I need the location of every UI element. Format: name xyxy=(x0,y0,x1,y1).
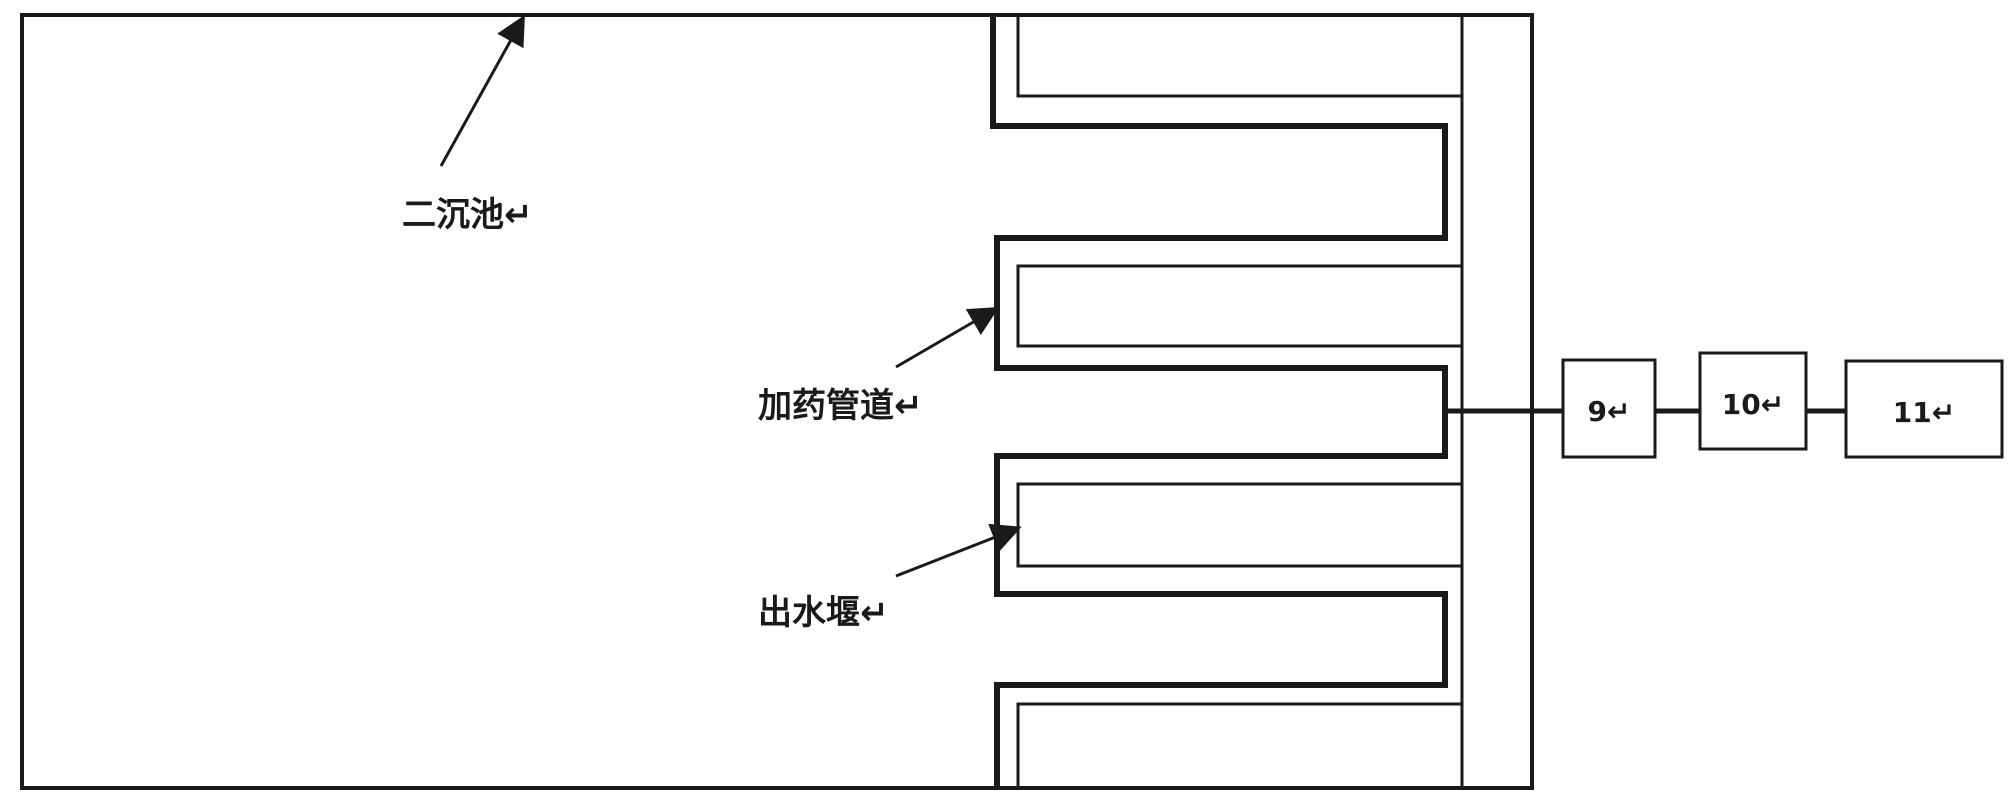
tank-pointer-arrow xyxy=(439,14,525,167)
outlet-weir-pointer-arrow xyxy=(895,523,1022,578)
outlet-weir-2 xyxy=(1016,264,1462,348)
dosing-pipe-pointer-arrow xyxy=(895,306,1000,369)
tank-label: 二沉池↵ xyxy=(402,195,533,235)
outlet-weir-4 xyxy=(1016,702,1462,790)
dosing-pipe-label: 加药管道↵ xyxy=(758,386,923,426)
process-box-9: 9↵ xyxy=(1561,358,1657,459)
process-box-11-label: 11↵ xyxy=(1893,396,1955,429)
outlet-weirs xyxy=(1016,15,1462,790)
process-box-9-label: 9↵ xyxy=(1588,395,1631,428)
process-box-11: 11↵ xyxy=(1844,359,2004,459)
process-box-10-label: 10↵ xyxy=(1722,388,1784,421)
tank-outline xyxy=(20,13,1534,790)
outlet-weir-3 xyxy=(1016,482,1462,568)
outlet-weir-label: 出水堰↵ xyxy=(758,593,889,633)
dosing-pipe xyxy=(990,15,1448,788)
process-box-10: 10↵ xyxy=(1698,351,1808,451)
outlet-weir-1 xyxy=(1016,15,1462,98)
